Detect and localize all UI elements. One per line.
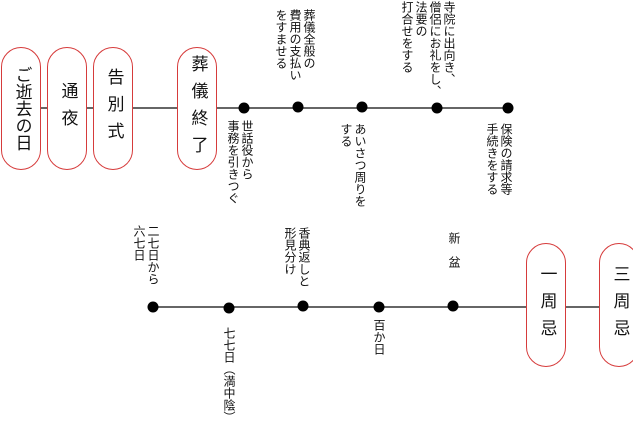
stage-label: 一周忌 — [536, 264, 557, 346]
milestone-dot — [238, 102, 250, 114]
stage-label: 三周忌 — [609, 264, 630, 346]
milestone-dot — [292, 101, 304, 113]
milestone-dot — [223, 302, 235, 314]
stage-label: 通夜 — [57, 81, 78, 136]
milestone-dot — [502, 102, 514, 114]
milestone-dot — [431, 102, 443, 114]
stage-label: 葬儀終了 — [187, 54, 208, 163]
stage-farewell: 告別式 — [93, 47, 133, 170]
stage-label: ご逝去の日 — [11, 66, 32, 151]
note-greeting: あいさつ周りを する — [339, 123, 367, 207]
note-return-gifts: 香典返しと 形見分け — [283, 227, 311, 287]
note-handover: 世話役から 事務を引きつぐ — [226, 120, 254, 204]
note-new-bon: 新 盆 — [447, 232, 461, 268]
stage-third-anniversary: 三周忌 — [599, 243, 633, 367]
milestone-dot — [373, 301, 385, 313]
stage-first-anniversary: 一周忌 — [526, 243, 566, 367]
stage-label: 告別式 — [103, 68, 124, 149]
milestone-dot — [147, 301, 159, 313]
stage-funeral-end: 葬儀終了 — [177, 47, 217, 170]
note-temple: 寺院に出向き、 僧侶にお礼をし、 法要の 打合せをする — [400, 1, 456, 97]
note-100th-day: 百か日 — [372, 319, 386, 355]
note-49th-day: 七七日（満中陰） — [222, 327, 236, 423]
note-payment: 葬儀全般の 費用の支払い をすませる — [274, 9, 316, 81]
milestone-dot — [356, 101, 368, 113]
note-insurance: 保険の請求等 手続きをする — [485, 123, 513, 195]
milestone-dot — [297, 300, 309, 312]
milestone-dot — [447, 300, 459, 312]
stage-wake: 通夜 — [47, 47, 87, 170]
note-weekly-rites: 二七日から 六七日 — [132, 225, 160, 285]
stage-death: ご逝去の日 — [1, 47, 41, 170]
